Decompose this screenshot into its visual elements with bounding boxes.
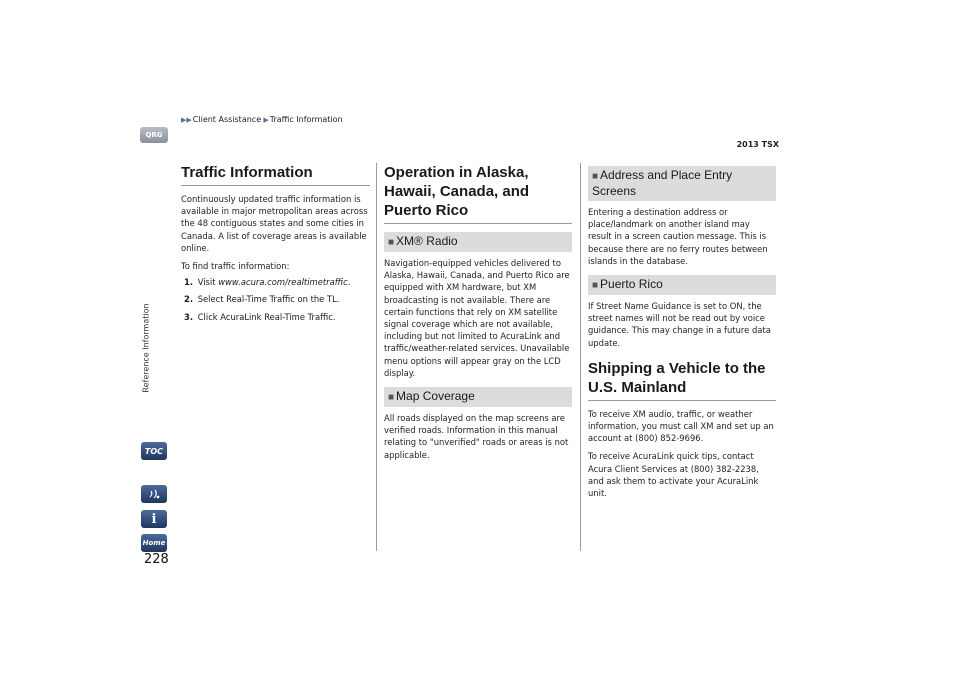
step-item: 1. Visit www.acura.com/realtimetraffic.	[181, 276, 370, 288]
voice-command-glyph	[149, 489, 160, 499]
column-address-shipping: ■Address and Place Entry Screens Enterin…	[588, 163, 776, 505]
step-number: 3.	[184, 311, 194, 322]
square-bullet-icon: ■	[388, 237, 395, 248]
subheading-text: XM® Radio	[396, 234, 458, 248]
breadcrumb-arrow-icon: ▶▶	[181, 116, 192, 124]
step-item: 2. Select Real-Time Traffic on the TL.	[181, 293, 370, 305]
step-text: .	[347, 277, 351, 288]
breadcrumb: ▶▶Client Assistance ▶Traffic Information	[181, 115, 343, 124]
section-title-shipping: Shipping a Vehicle to the U.S. Mainland	[588, 359, 776, 401]
puerto-rico-text: If Street Name Guidance is set to ON, th…	[588, 301, 771, 348]
address-entry-text: Entering a destination address or place/…	[588, 207, 768, 266]
section-title-operation: Operation in Alaska, Hawaii, Canada, and…	[384, 163, 572, 224]
subheading-puerto-rico: ■Puerto Rico	[588, 275, 776, 296]
column-traffic-information: Traffic Information Continuously updated…	[181, 163, 370, 328]
xm-radio-text: Navigation-equipped vehicles delivered t…	[384, 258, 570, 378]
subheading-address-entry: ■Address and Place Entry Screens	[588, 166, 776, 201]
map-coverage-text: All roads displayed on the map screens a…	[384, 413, 569, 460]
info-icon[interactable]: i	[141, 510, 167, 528]
traffic-url-link[interactable]: www.acura.com/realtimetraffic	[218, 277, 348, 288]
column-divider	[580, 163, 581, 551]
home-button[interactable]: Home	[141, 534, 167, 552]
step-number: 2.	[184, 294, 194, 305]
page-number: 228	[144, 552, 169, 567]
breadcrumb-arrow-icon: ▶	[261, 116, 269, 124]
model-label: 2013 TSX	[736, 140, 779, 149]
subheading-text: Puerto Rico	[600, 277, 663, 292]
traffic-steps-intro: To find traffic information:	[181, 261, 290, 272]
qrg-button[interactable]: QRG	[140, 127, 168, 143]
voice-command-icon[interactable]	[141, 485, 167, 503]
subheading-text: Map Coverage	[396, 389, 475, 404]
square-bullet-icon: ■	[388, 392, 395, 404]
toc-button[interactable]: TOC	[141, 442, 167, 460]
traffic-steps-list: 1. Visit www.acura.com/realtimetraffic. …	[181, 276, 370, 323]
square-bullet-icon: ■	[592, 280, 599, 292]
subheading-text: Address and Place Entry Screens	[592, 168, 733, 198]
shipping-xm-text: To receive XM audio, traffic, or weather…	[588, 408, 774, 444]
shipping-acuralink-text: To receive AcuraLink quick tips, contact…	[588, 451, 759, 499]
step-text: Select Real-Time Traffic on the TL.	[197, 294, 340, 305]
step-number: 1.	[184, 277, 194, 288]
section-label: Reference Information	[141, 303, 151, 393]
section-title-traffic-information: Traffic Information	[181, 163, 370, 186]
subheading-map-coverage: ■Map Coverage	[384, 387, 572, 408]
step-item: 3. Click AcuraLink Real-Time Traffic.	[181, 311, 370, 323]
step-text: Visit	[197, 277, 219, 288]
traffic-intro: Continuously updated traffic information…	[181, 194, 368, 253]
breadcrumb-item-traffic-information: Traffic Information	[269, 115, 343, 124]
square-bullet-icon: ■	[592, 171, 599, 182]
breadcrumb-item-client-assistance[interactable]: Client Assistance	[192, 115, 262, 124]
column-operation-outside-mainland: Operation in Alaska, Hawaii, Canada, and…	[384, 163, 572, 467]
step-text: Click AcuraLink Real-Time Traffic.	[197, 311, 336, 322]
column-divider	[376, 163, 377, 551]
subheading-xm-radio: ■XM® Radio	[384, 232, 572, 252]
